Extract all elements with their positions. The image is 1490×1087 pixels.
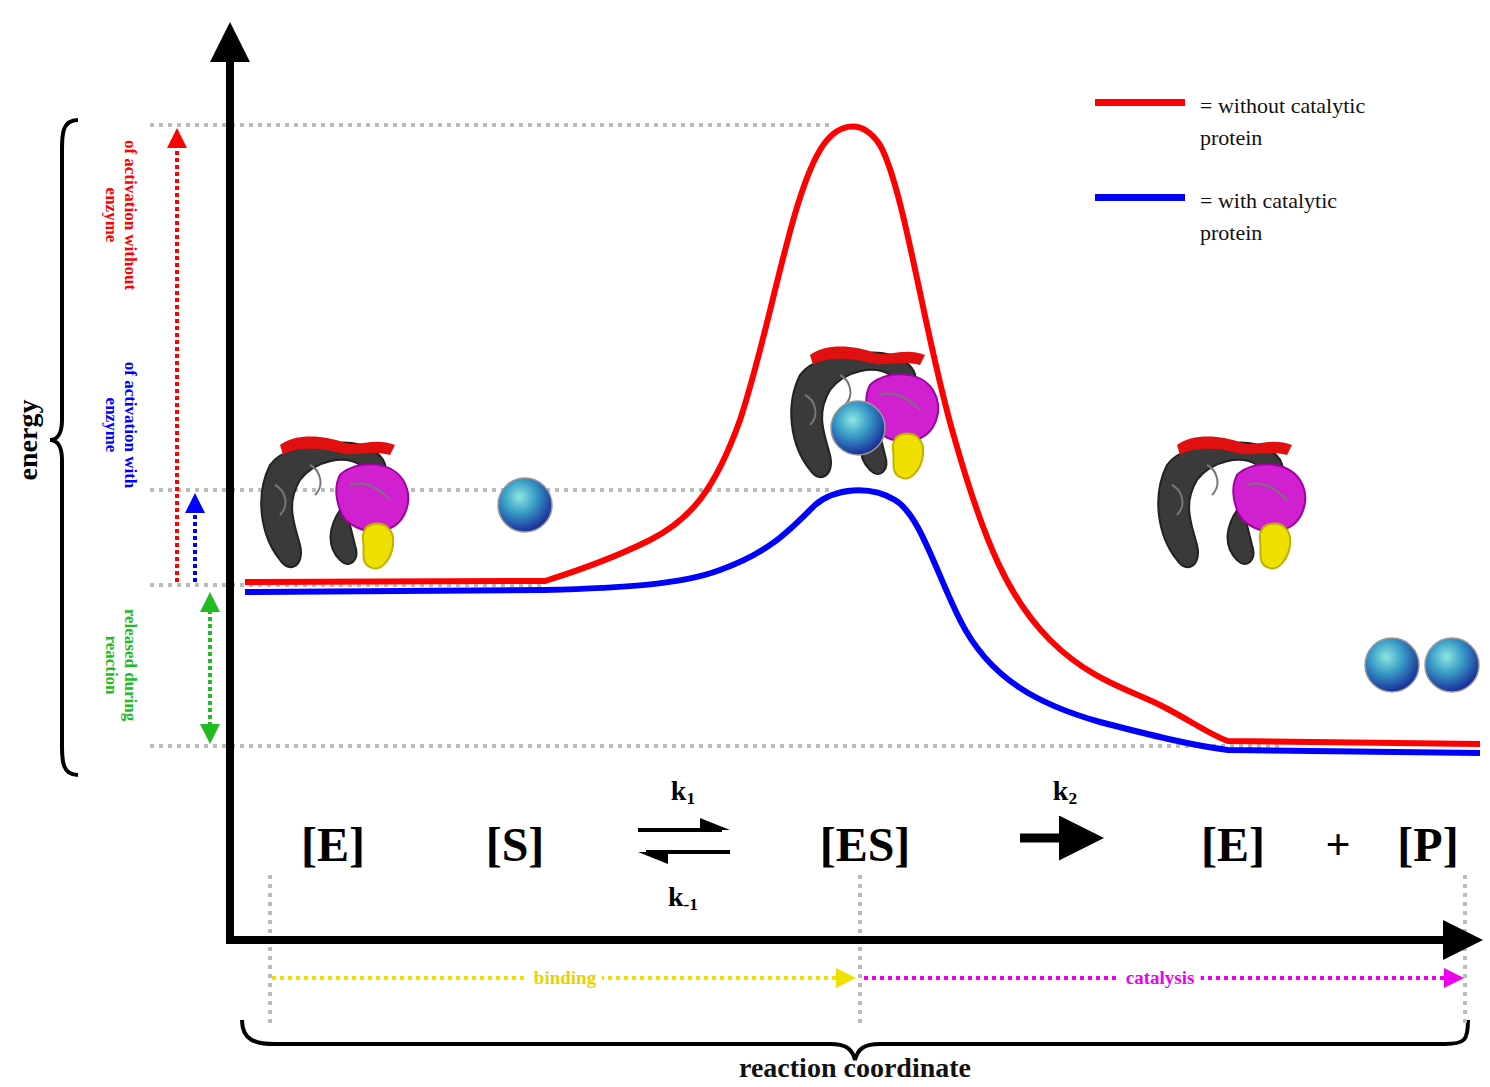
legend-text: = without catalytic protein	[1200, 90, 1378, 154]
rate-constant: k2	[1053, 776, 1077, 808]
energy-axis	[226, 30, 234, 942]
with-enzyme-curve	[245, 490, 1480, 753]
species-label: [S]	[486, 819, 545, 872]
plus-sign: +	[1325, 821, 1350, 869]
product-figure	[1365, 638, 1419, 692]
activation-label: of activation with enzyme	[101, 360, 138, 490]
substrate-figure	[498, 478, 552, 532]
rate-constant: k-1	[668, 882, 698, 914]
activation-arrow-red	[175, 132, 179, 582]
without-enzyme-curve	[245, 126, 1480, 744]
coordinate-axis	[226, 936, 1475, 944]
forward-arrow	[1020, 834, 1095, 843]
legend-swatch	[1095, 194, 1185, 201]
phase-label: catalysis	[1120, 968, 1201, 989]
enzyme-figure	[1158, 437, 1305, 569]
species-label: [P]	[1397, 819, 1458, 872]
guide-lines	[150, 125, 1465, 1025]
activation-arrow-blue	[193, 497, 197, 582]
equilibrium-arrows	[638, 818, 730, 864]
enzyme-figure	[261, 437, 408, 569]
axis-title: energy	[13, 400, 44, 481]
legend-swatch	[1095, 99, 1185, 106]
rate-constant: k1	[671, 776, 695, 808]
species-label: [E]	[1201, 819, 1265, 872]
released-label: released during reaction	[101, 590, 138, 740]
species-label: [E]	[301, 819, 365, 872]
enzyme-substrate-figure	[791, 347, 938, 479]
bound-substrate-figure	[831, 401, 885, 455]
legend-text: = with catalytic protein	[1200, 185, 1378, 249]
released-arrow	[208, 596, 212, 740]
species-label: [ES]	[820, 819, 911, 872]
activation-label: of activation without enzyme	[101, 135, 138, 295]
axis-title: reaction coordinate	[739, 1053, 971, 1084]
energy-bracket	[50, 120, 78, 775]
phase-label: binding	[528, 968, 602, 989]
product-figure	[1425, 638, 1479, 692]
